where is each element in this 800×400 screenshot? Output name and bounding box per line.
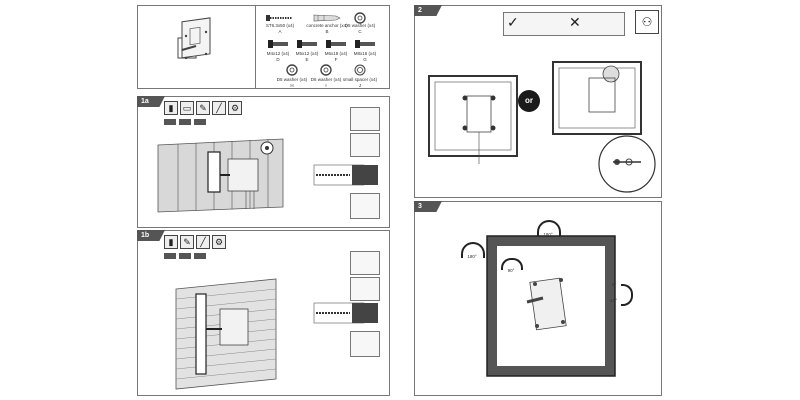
part-label-i: D6 washer (x4)	[310, 77, 342, 82]
cross-icon: ✕	[569, 14, 581, 30]
part-letter-b: B	[325, 29, 329, 34]
screwdriver-icon: ╱	[196, 235, 210, 249]
bolt-icon	[268, 40, 288, 48]
part-letter-f: F	[334, 57, 338, 62]
part-letter-g: G	[363, 57, 367, 62]
part-chip-icon	[194, 253, 206, 259]
washer-icon	[354, 12, 366, 24]
part-label-e: M5x12 (x4)	[295, 51, 319, 56]
swivel-arrow-icon	[537, 220, 561, 236]
step-number: 1b	[137, 230, 165, 241]
anchor-icon	[313, 14, 341, 22]
step-number: 2	[414, 5, 442, 16]
part-label-c: D5 washer (x4)	[344, 23, 376, 28]
part-label-f: M6x18 (x4)	[324, 51, 348, 56]
washer-icon	[320, 64, 332, 76]
tilt-up-label: 0°	[611, 282, 617, 287]
part-letter-i: I	[325, 83, 327, 88]
part-label-j: small spacer (x4)	[342, 77, 378, 82]
stud-finder-icon	[260, 141, 274, 155]
brick-wall-illustration	[175, 278, 277, 390]
check-icon: ✓	[507, 14, 519, 30]
drill-diagram	[313, 302, 378, 324]
drill-bit-icon: ▮	[164, 101, 178, 115]
part-letter-d: D	[276, 57, 280, 62]
part-label-d: M4x12 (x4)	[266, 51, 290, 56]
detail-box-3	[350, 331, 380, 357]
step-1b-panel: 1b ▮ ✎ ╱ ⚙	[137, 230, 390, 396]
part-letter-e: E	[305, 57, 309, 62]
detail-box-1	[350, 107, 380, 131]
washer-icon	[286, 64, 298, 76]
tv-back-curved	[552, 61, 642, 135]
part-chip-icon	[194, 119, 206, 125]
part-chip-icon	[164, 119, 176, 125]
detail-box-1	[350, 251, 380, 275]
part-label-b: concrete anchor (x4)	[306, 23, 348, 28]
icon-strip	[503, 12, 625, 36]
screw-icon	[266, 15, 292, 21]
pencil-icon: ✎	[180, 235, 194, 249]
bolt-icon	[326, 40, 346, 48]
part-chip-icon	[179, 253, 191, 259]
part-letter-h: H	[290, 83, 294, 88]
part-label-h: D5 washer (x4)	[276, 77, 308, 82]
rotation-label: 180°	[543, 232, 553, 237]
part-label-g: M8x16 (x4)	[353, 51, 377, 56]
part-letter-j: J	[358, 83, 362, 88]
step-number: 3	[414, 201, 442, 212]
mount-illustration	[177, 17, 211, 60]
swivel-arrow-icon	[461, 242, 485, 258]
swivel-arrow-icon	[501, 258, 523, 270]
rotation-label: 180°	[467, 254, 477, 259]
tv-screen	[486, 235, 616, 377]
people-icon: ⚇	[635, 10, 659, 34]
step-1a-panel: 1a ▮ ▭ ✎ ╱ ⚙	[137, 96, 390, 228]
part-label-a: ST6.3x50 (x4)	[265, 23, 295, 28]
or-badge: or	[518, 90, 540, 112]
parts-panel: ST6.3x50 (x4) A concrete anchor (x4) B D…	[137, 5, 390, 89]
bolt-icon	[297, 40, 317, 48]
step-2-panel: 2 ✓ ✕ ⚇ or	[414, 5, 662, 198]
detail-box-2	[350, 133, 380, 157]
screwdriver-icon: ╱	[212, 101, 226, 115]
step-3-panel: 3 180° 180° 90° 0° -15°	[414, 201, 662, 396]
drill-diagram	[313, 164, 378, 186]
part-letter-a: A	[278, 29, 282, 34]
rotation-label: 90°	[507, 268, 515, 273]
parts-divider	[255, 6, 256, 88]
detail-box-3	[350, 193, 380, 219]
detail-box-2	[350, 277, 380, 301]
tilt-arrow-icon	[621, 284, 633, 306]
tilt-down-label: -15°	[608, 298, 618, 303]
part-letter-c: C	[358, 29, 362, 34]
drill-icon: ⚙	[212, 235, 226, 249]
drill-bit-icon: ▮	[164, 235, 178, 249]
tv-back-flat	[428, 75, 518, 164]
wood-wall-illustration	[157, 138, 284, 213]
level-icon: ▭	[180, 101, 194, 115]
step-number: 1a	[137, 96, 165, 107]
spacer-icon	[354, 64, 366, 76]
drill-icon: ⚙	[228, 101, 242, 115]
part-chip-icon	[179, 119, 191, 125]
pencil-icon: ✎	[196, 101, 210, 115]
part-chip-icon	[164, 253, 176, 259]
zoom-detail-circle	[598, 135, 656, 193]
bolt-icon	[355, 40, 375, 48]
